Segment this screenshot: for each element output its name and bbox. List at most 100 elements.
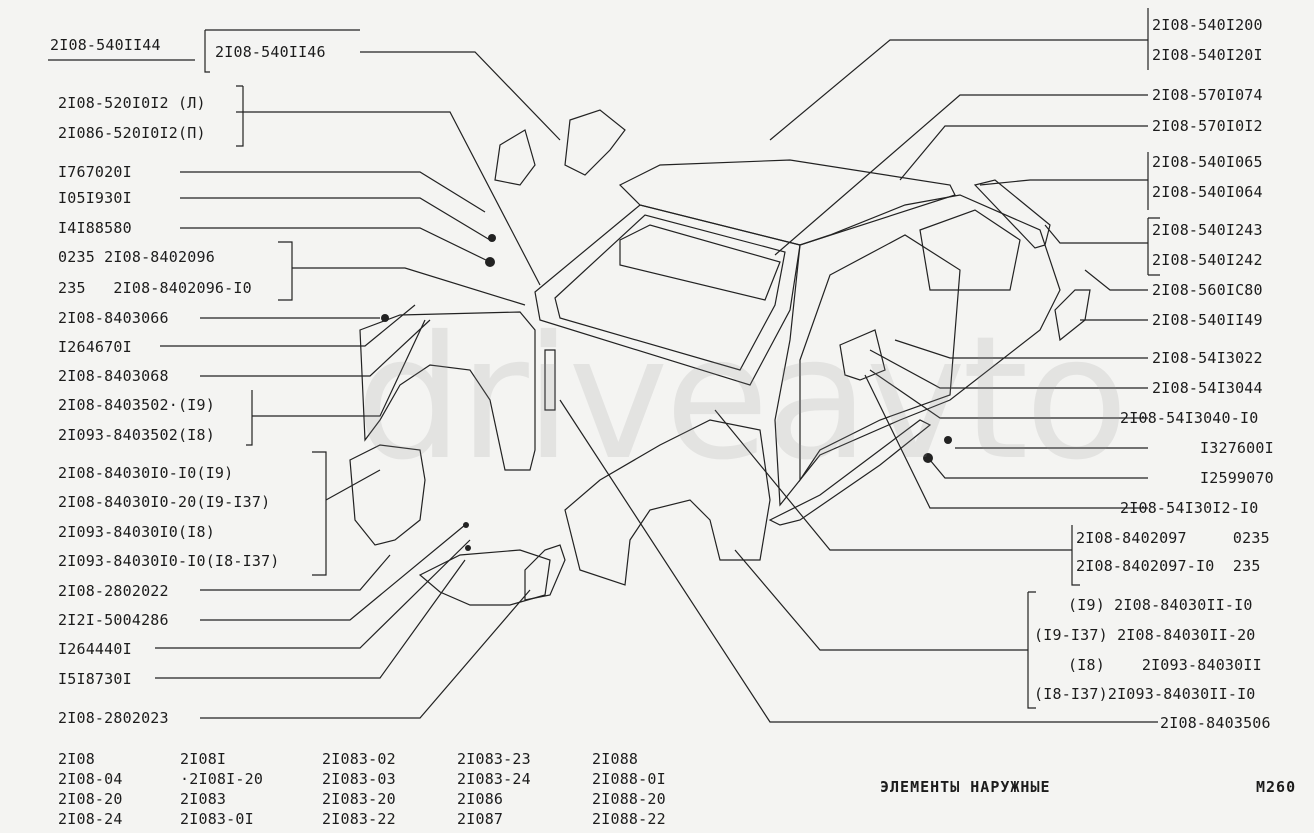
bracket-8402096 (278, 241, 293, 301)
part-label: (I8-I37)2I093-84030II-I0 (1034, 685, 1256, 703)
rear-spoiler (973, 179, 1051, 249)
model-item: ·2I08I-20 (180, 770, 264, 788)
part-label: 2I08-84030I0-I0(I9) (58, 464, 234, 482)
model-item: 2I083-20 (322, 790, 396, 808)
part-label: I264440I (58, 640, 132, 658)
car-a-pillar (774, 194, 1061, 507)
part-label: I767020I (58, 163, 132, 181)
bracket-84030I0 (312, 451, 327, 576)
part-label: 2I08-560IC80 (1152, 281, 1263, 299)
part-label: 2I08-54I3040-I0 (1120, 409, 1259, 427)
part-label: (I9-I37) 2I08-84030II-20 (1034, 626, 1256, 644)
part-label: 2I08-54I3044 (1152, 379, 1263, 397)
part-label: 2I08-520I0I2 (Л) (58, 94, 206, 112)
part-label: 2I093-8403502(I8) (58, 426, 215, 444)
part-label: I05I930I (58, 189, 132, 207)
door-lock-plate (839, 329, 886, 381)
part-label: I264670I (58, 338, 132, 356)
model-item: 2I08-20 (58, 790, 123, 808)
part-label: 2I08-2802023 (58, 709, 169, 727)
model-item: 2I083-22 (322, 810, 396, 828)
part-label: 2I2I-5004286 (58, 611, 169, 629)
strip-a (544, 349, 556, 411)
part-label: (I8) 2I093-84030II (1068, 656, 1262, 674)
part-label: 2I08-2802022 (58, 582, 169, 600)
bracket-part-b (564, 109, 626, 176)
model-item: 2I088-20 (592, 790, 666, 808)
part-label: 2I093-84030I0-I0(I8-I37) (58, 552, 280, 570)
inner-wheelarch (359, 311, 536, 471)
roof-hatch (619, 224, 781, 301)
part-label: 2I08-540I243 (1152, 221, 1263, 239)
part-label: 2I08-8402097 0235 (1076, 529, 1270, 547)
part-label: (I9) 2I08-84030II-I0 (1068, 596, 1253, 614)
underbody-shield (418, 549, 551, 606)
part-label: 2I08-540I200 (1152, 16, 1263, 34)
part-label: I327600I (1200, 439, 1274, 457)
model-item: 2I083-0I (180, 810, 254, 828)
door-opening (799, 234, 961, 482)
model-item: 2I08-04 (58, 770, 123, 788)
part-label: 235 2I08-8402096-I0 (58, 279, 252, 297)
bracket-lh-rh (236, 85, 244, 147)
small-bracket-right (1054, 289, 1091, 342)
part-label: I5I8730I (58, 670, 132, 688)
part-label: 2I08-540I065 (1152, 153, 1263, 171)
part-label: 2I08-8403066 (58, 309, 169, 327)
part-label: I4I88580 (58, 219, 132, 237)
clip-fastener (381, 314, 389, 322)
part-label: 2I08-570I074 (1152, 86, 1263, 104)
nut-fastener (485, 257, 495, 267)
part-label: I2599070 (1200, 469, 1274, 487)
bracket-8402097 (1071, 525, 1080, 586)
model-item: 2I083-03 (322, 770, 396, 788)
model-item: 2I088-0I (592, 770, 666, 788)
part-label: 2I08-54I30I2-I0 (1120, 499, 1259, 517)
part-label: 0235 2I08-8402096 (58, 248, 215, 266)
model-item: 2I086 (457, 790, 504, 808)
model-item: 2I087 (457, 810, 504, 828)
part-label: 2I08-8403506 (1160, 714, 1271, 732)
bolt-fastener (488, 234, 496, 242)
part-label: 2I086-520I0I2(П) (58, 124, 206, 142)
part-label: 2I08-540I242 (1152, 251, 1263, 269)
model-item: 2I083-24 (457, 770, 531, 788)
part-label: 2I08-84030I0-20(I9-I37) (58, 493, 271, 511)
bracket-8403502 (246, 390, 253, 446)
bracket-part-a (494, 129, 536, 186)
car-roof (618, 159, 956, 246)
rear-mudflap (524, 544, 566, 601)
part-label-top-left: 2I08-540II44 (50, 36, 161, 54)
part-label: 2I08-540II46 (215, 43, 326, 61)
model-item: 2I088 (592, 750, 639, 768)
front-fender (564, 419, 771, 586)
bracket-84030II (1027, 591, 1036, 709)
model-item: 2I083-02 (322, 750, 396, 768)
bracket-top-left (204, 29, 360, 73)
car-windshield-inner (554, 214, 786, 371)
rivet-fastener (463, 522, 469, 528)
model-item: 2I083-23 (457, 750, 531, 768)
washer-fastener (923, 453, 933, 463)
model-item: 2I08 (58, 750, 95, 768)
model-item: 2I08I (180, 750, 227, 768)
part-label: 2I08-540I064 (1152, 183, 1263, 201)
sill (768, 419, 932, 526)
page-code: M260 (1256, 778, 1297, 796)
car-windshield (534, 204, 801, 386)
bracket-540I243 (1147, 217, 1160, 276)
mudguard (349, 444, 426, 546)
model-item: 2I08-24 (58, 810, 123, 828)
part-label: 2I08-54I3022 (1152, 349, 1263, 367)
model-item: 2I088-22 (592, 810, 666, 828)
part-label: 2I08-8402097-I0 235 (1076, 557, 1261, 575)
rear-quarter-window (919, 209, 1021, 291)
part-label: 2I08-570I0I2 (1152, 117, 1263, 135)
part-label: 2I08-540I20I (1152, 46, 1263, 64)
part-label: 2I08-8403502·(I9) (58, 396, 215, 414)
part-label: 2I093-84030I0(I8) (58, 523, 215, 541)
part-label: 2I08-8403068 (58, 367, 169, 385)
model-item: 2I083 (180, 790, 227, 808)
part-label: 2I08-540II49 (1152, 311, 1263, 329)
